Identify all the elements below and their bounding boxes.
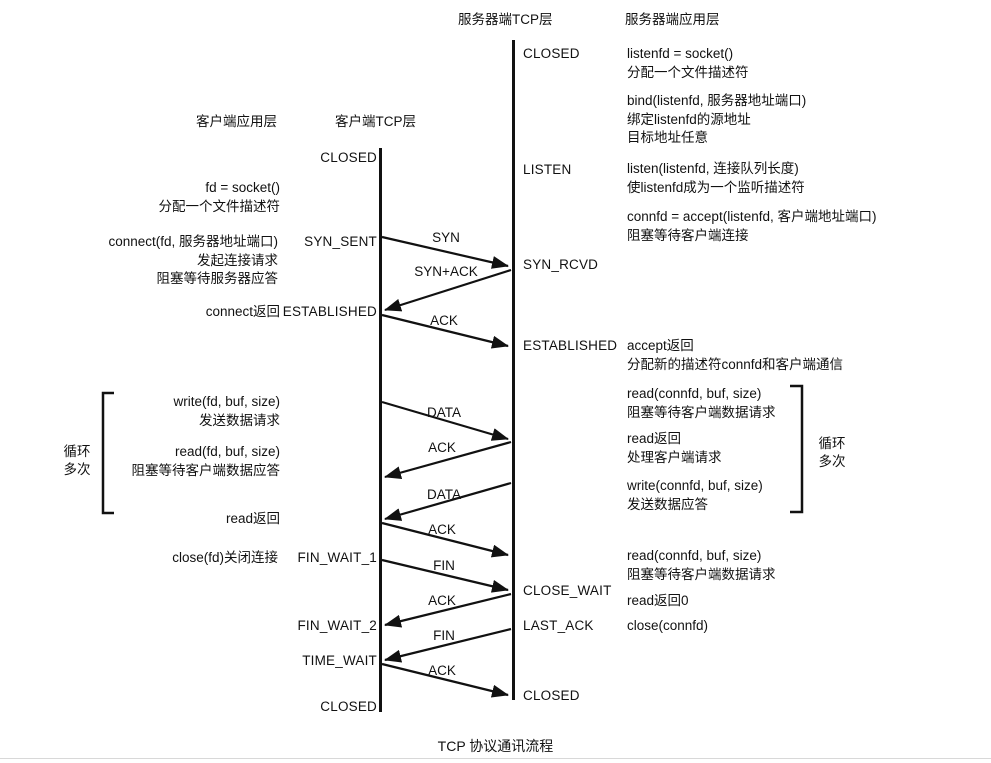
arrow-fin-1	[381, 558, 509, 593]
note-line: read(connfd, buf, size)	[627, 386, 762, 401]
arrow-syn	[381, 235, 509, 269]
diagram-caption: TCP 协议通讯流程	[437, 738, 554, 754]
note-line: 处理客户端请求	[627, 449, 722, 465]
note-line: write(connfd, buf, size)	[627, 478, 763, 493]
note-line: fd = socket()	[205, 180, 280, 195]
arrow-syn-ack	[384, 268, 512, 312]
note-line: bind(listenfd, 服务器地址端口)	[627, 93, 807, 108]
note-line: accept返回	[627, 338, 694, 353]
note-line: 发送数据请求	[199, 412, 280, 428]
header-client-app: 客户端应用层	[196, 114, 277, 129]
server-state-established: ESTABLISHED	[523, 338, 618, 353]
client-note-connect: connect(fd, 服务器地址端口) 发起连接请求 阻塞等待服务器应答	[108, 233, 278, 289]
server-note-accept: connfd = accept(listenfd, 客户端地址端口) 阻塞等待客…	[627, 208, 876, 245]
note-line: write(fd, buf, size)	[173, 394, 280, 409]
note-line: 发起连接请求	[197, 252, 278, 268]
msg-label-fin-1: FIN	[433, 558, 455, 573]
msg-label-fin-2: FIN	[433, 628, 455, 643]
server-loop-label: 循环 多次	[812, 435, 852, 471]
note-line: 发送数据应答	[627, 496, 708, 512]
client-note-read-return: read返回	[225, 511, 280, 526]
note-line: 分配新的描述符connfd和客户端通信	[627, 356, 844, 372]
server-note-socket: listenfd = socket() 分配一个文件描述符	[627, 45, 749, 82]
server-note-close: close(connfd)	[627, 618, 709, 633]
server-state-closed-bottom: CLOSED	[523, 688, 580, 703]
note-line: 分配一个文件描述符	[158, 198, 281, 214]
loop-label-line: 循环	[818, 436, 846, 451]
note-line: 阻塞等待客户端数据请求	[627, 566, 776, 582]
loop-label-line: 循环	[63, 444, 91, 459]
client-note-close: close(fd)关闭连接	[172, 550, 278, 565]
server-state-last-ack: LAST_ACK	[523, 618, 594, 633]
arrow-ack-1	[381, 313, 509, 349]
server-state-closed-top: CLOSED	[523, 46, 580, 61]
server-state-close-wait: CLOSE_WAIT	[523, 583, 612, 598]
server-loop-bracket	[790, 384, 804, 514]
note-line: 阻塞等待客户端连接	[627, 227, 749, 243]
note-line: 阻塞等待客户端数据请求	[627, 404, 776, 420]
client-state-time-wait: TIME_WAIT	[302, 653, 377, 668]
server-state-listen: LISTEN	[523, 162, 572, 177]
client-note-connect-return: connect返回	[205, 304, 280, 319]
msg-label-syn: SYN	[432, 230, 460, 245]
msg-label-ack-5: ACK	[428, 663, 456, 678]
note-line: connfd = accept(listenfd, 客户端地址端口)	[627, 209, 877, 224]
arrow-ack-3	[381, 521, 509, 558]
client-loop-bracket	[101, 391, 114, 515]
msg-label-syn-ack: SYN+ACK	[414, 264, 478, 279]
server-note-accept-return: accept返回 分配新的描述符connfd和客户端通信	[627, 337, 843, 374]
server-note-write: write(connfd, buf, size) 发送数据应答	[627, 477, 763, 514]
arrow-fin-2	[384, 627, 512, 663]
note-line: 目标地址任意	[627, 130, 708, 145]
server-note-read1: read(connfd, buf, size) 阻塞等待客户端数据请求	[627, 385, 776, 422]
server-note-listen: listen(listenfd, 连接队列长度) 使listenfd成为一个监听…	[627, 160, 805, 197]
note-line: read返回	[627, 431, 682, 446]
msg-label-ack-3: ACK	[428, 522, 456, 537]
header-client-tcp: 客户端TCP层	[335, 114, 416, 129]
client-state-established: ESTABLISHED	[282, 304, 377, 319]
note-line: connect(fd, 服务器地址端口)	[108, 234, 278, 249]
client-note-socket: fd = socket() 分配一个文件描述符	[159, 179, 281, 216]
server-note-read-return0: read返回0	[627, 593, 689, 608]
loop-label-line: 多次	[818, 454, 846, 469]
arrow-ack-5	[381, 662, 509, 698]
note-line: 分配一个文件描述符	[627, 64, 749, 80]
header-server-app: 服务器端应用层	[625, 12, 720, 27]
arrow-ack-4	[384, 592, 512, 628]
bottom-divider	[0, 758, 991, 759]
note-line: 阻塞等待客户端数据应答	[131, 462, 281, 478]
client-loop-label: 循环 多次	[57, 443, 97, 479]
msg-label-ack-1: ACK	[430, 313, 458, 328]
client-state-closed-top: CLOSED	[320, 150, 377, 165]
msg-label-data-2: DATA	[426, 487, 461, 502]
client-state-closed-bottom: CLOSED	[320, 699, 377, 714]
server-note-read2: read(connfd, buf, size) 阻塞等待客户端数据请求	[627, 547, 776, 584]
note-line: read(fd, buf, size)	[174, 444, 280, 459]
server-note-bind: bind(listenfd, 服务器地址端口) 绑定listenfd的源地址 目…	[627, 92, 806, 148]
note-line: listen(listenfd, 连接队列长度)	[627, 161, 799, 176]
client-note-write: write(fd, buf, size) 发送数据请求	[173, 393, 280, 430]
client-note-read: read(fd, buf, size) 阻塞等待客户端数据应答	[132, 443, 281, 480]
server-state-syn-rcvd: SYN_RCVD	[523, 257, 599, 272]
msg-label-data-1: DATA	[426, 405, 461, 420]
note-line: 阻塞等待服务器应答	[156, 271, 279, 286]
header-server-tcp: 服务器端TCP层	[458, 12, 553, 27]
note-line: listenfd = socket()	[627, 46, 734, 61]
client-state-syn-sent: SYN_SENT	[304, 234, 377, 249]
note-line: read(connfd, buf, size)	[627, 548, 762, 563]
arrow-data-1	[381, 400, 509, 441]
note-line: 绑定listenfd的源地址	[627, 111, 751, 127]
client-state-fin-wait-1: FIN_WAIT_1	[297, 550, 377, 565]
arrow-ack-2	[384, 440, 512, 479]
client-state-fin-wait-2: FIN_WAIT_2	[297, 618, 377, 633]
msg-label-ack-4: ACK	[428, 593, 456, 608]
loop-label-line: 多次	[63, 462, 91, 477]
msg-label-ack-2: ACK	[428, 440, 456, 455]
note-line: 使listenfd成为一个监听描述符	[627, 179, 805, 195]
server-note-read-return: read返回 处理客户端请求	[627, 430, 722, 467]
arrow-data-2	[384, 481, 512, 521]
